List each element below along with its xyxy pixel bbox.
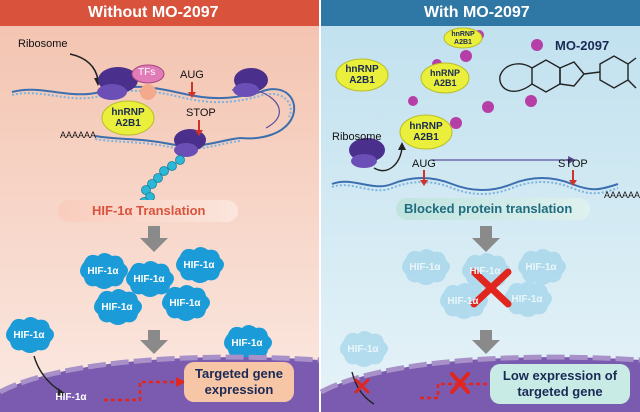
- left-header-bar: [0, 0, 319, 26]
- left-hif-label-4: HIF-1α: [101, 302, 133, 313]
- left-polya-label: AAAAAA: [60, 130, 97, 140]
- right-hnrnp-blob-3: [420, 62, 470, 94]
- left-signal-arrow-head: [176, 377, 186, 387]
- left-aug-arrow-head: [188, 92, 196, 98]
- right-aug-arrow-head: [420, 180, 428, 186]
- right-ribosome-arrow-head: [398, 142, 406, 150]
- scan-arrow-head: [568, 156, 576, 164]
- tfs-bead: [140, 84, 156, 100]
- right-hif-label-5: HIF-1α: [511, 294, 543, 305]
- tfs-blob: [131, 64, 165, 84]
- translation-pill: [58, 200, 238, 222]
- blocked-x-small-1: [354, 378, 370, 394]
- panel-divider: [319, 0, 321, 412]
- left-hif-label-3: HIF-1α: [183, 260, 215, 271]
- right-hif-label-2: HIF-1α: [469, 266, 501, 277]
- right-import-arrow: [351, 371, 375, 405]
- left-stop-label: STOP: [186, 107, 216, 119]
- left-outcome-box: [184, 362, 294, 402]
- left-hif-blobs: [6, 247, 272, 412]
- right-hif-blobs: [340, 249, 566, 367]
- blocked-pill: [396, 198, 590, 220]
- ribosome-arrow: [69, 53, 99, 81]
- translation-label: HIF-1α Translation: [92, 203, 206, 218]
- right-membrane: [319, 354, 640, 395]
- blocked-label: Blocked protein translation: [404, 201, 573, 216]
- left-hnrnp-blob: [101, 100, 155, 136]
- right-down-arrow-1: [472, 226, 500, 252]
- blocked-x-small-2: [450, 372, 470, 394]
- right-ribosome-arrow: [373, 147, 403, 172]
- drug-label: MO-2097: [555, 38, 610, 53]
- left-hif-label-6: HIF-1α: [13, 330, 45, 341]
- blocked-x-large: [470, 268, 512, 308]
- left-hif-label-7: HIF-1α: [231, 338, 263, 349]
- right-title: With MO-2097: [424, 4, 530, 21]
- left-down-arrow-2: [140, 330, 168, 354]
- right-ribosome-label: Ribosome: [332, 131, 382, 143]
- left-membrane: [0, 354, 320, 395]
- right-hif-label-6: HIF-1α: [347, 344, 379, 355]
- left-ribosome-label: Ribosome: [18, 38, 68, 50]
- right-stop-arrow-head: [569, 180, 577, 186]
- right-hnrnp-blob-2: [335, 58, 389, 92]
- left-hif-label-8: HIF-1α: [55, 392, 87, 403]
- left-hif-label-2: HIF-1α: [133, 274, 165, 285]
- right-aug-label: AUG: [412, 158, 436, 170]
- right-hif-label-3: HIF-1α: [525, 262, 557, 273]
- right-outcome-box: [490, 364, 630, 404]
- left-hif-label-5: HIF-1α: [169, 298, 201, 309]
- left-stop-arrow-head: [195, 130, 203, 136]
- right-polya-label: AAAAAA: [604, 190, 640, 200]
- tfs-label: TFs: [138, 67, 156, 78]
- right-hif-label-1: HIF-1α: [409, 262, 441, 273]
- right-stop-label: STOP: [558, 158, 588, 170]
- left-import-arrow-head: [58, 388, 66, 398]
- right-down-arrow-2: [472, 330, 500, 354]
- right-mrna: [331, 177, 619, 195]
- left-title: Without MO-2097: [88, 4, 219, 21]
- left-aug-label: AUG: [180, 69, 204, 81]
- left-hif-label-1: HIF-1α: [87, 266, 119, 277]
- right-header-bar: [321, 0, 640, 26]
- left-down-arrow-1: [140, 226, 168, 252]
- left-signal-arrow: [104, 380, 178, 402]
- mo2097-structure: [499, 55, 637, 93]
- left-ribosome-2: [233, 68, 268, 97]
- left-ribosome-1: [97, 67, 138, 100]
- right-hif-label-4: HIF-1α: [447, 296, 479, 307]
- left-mrna: [11, 85, 296, 150]
- right-hnrnp-blob-4: [399, 114, 453, 150]
- right-hnrnp-blob-1: [443, 27, 483, 49]
- right-ribosome: [349, 138, 385, 168]
